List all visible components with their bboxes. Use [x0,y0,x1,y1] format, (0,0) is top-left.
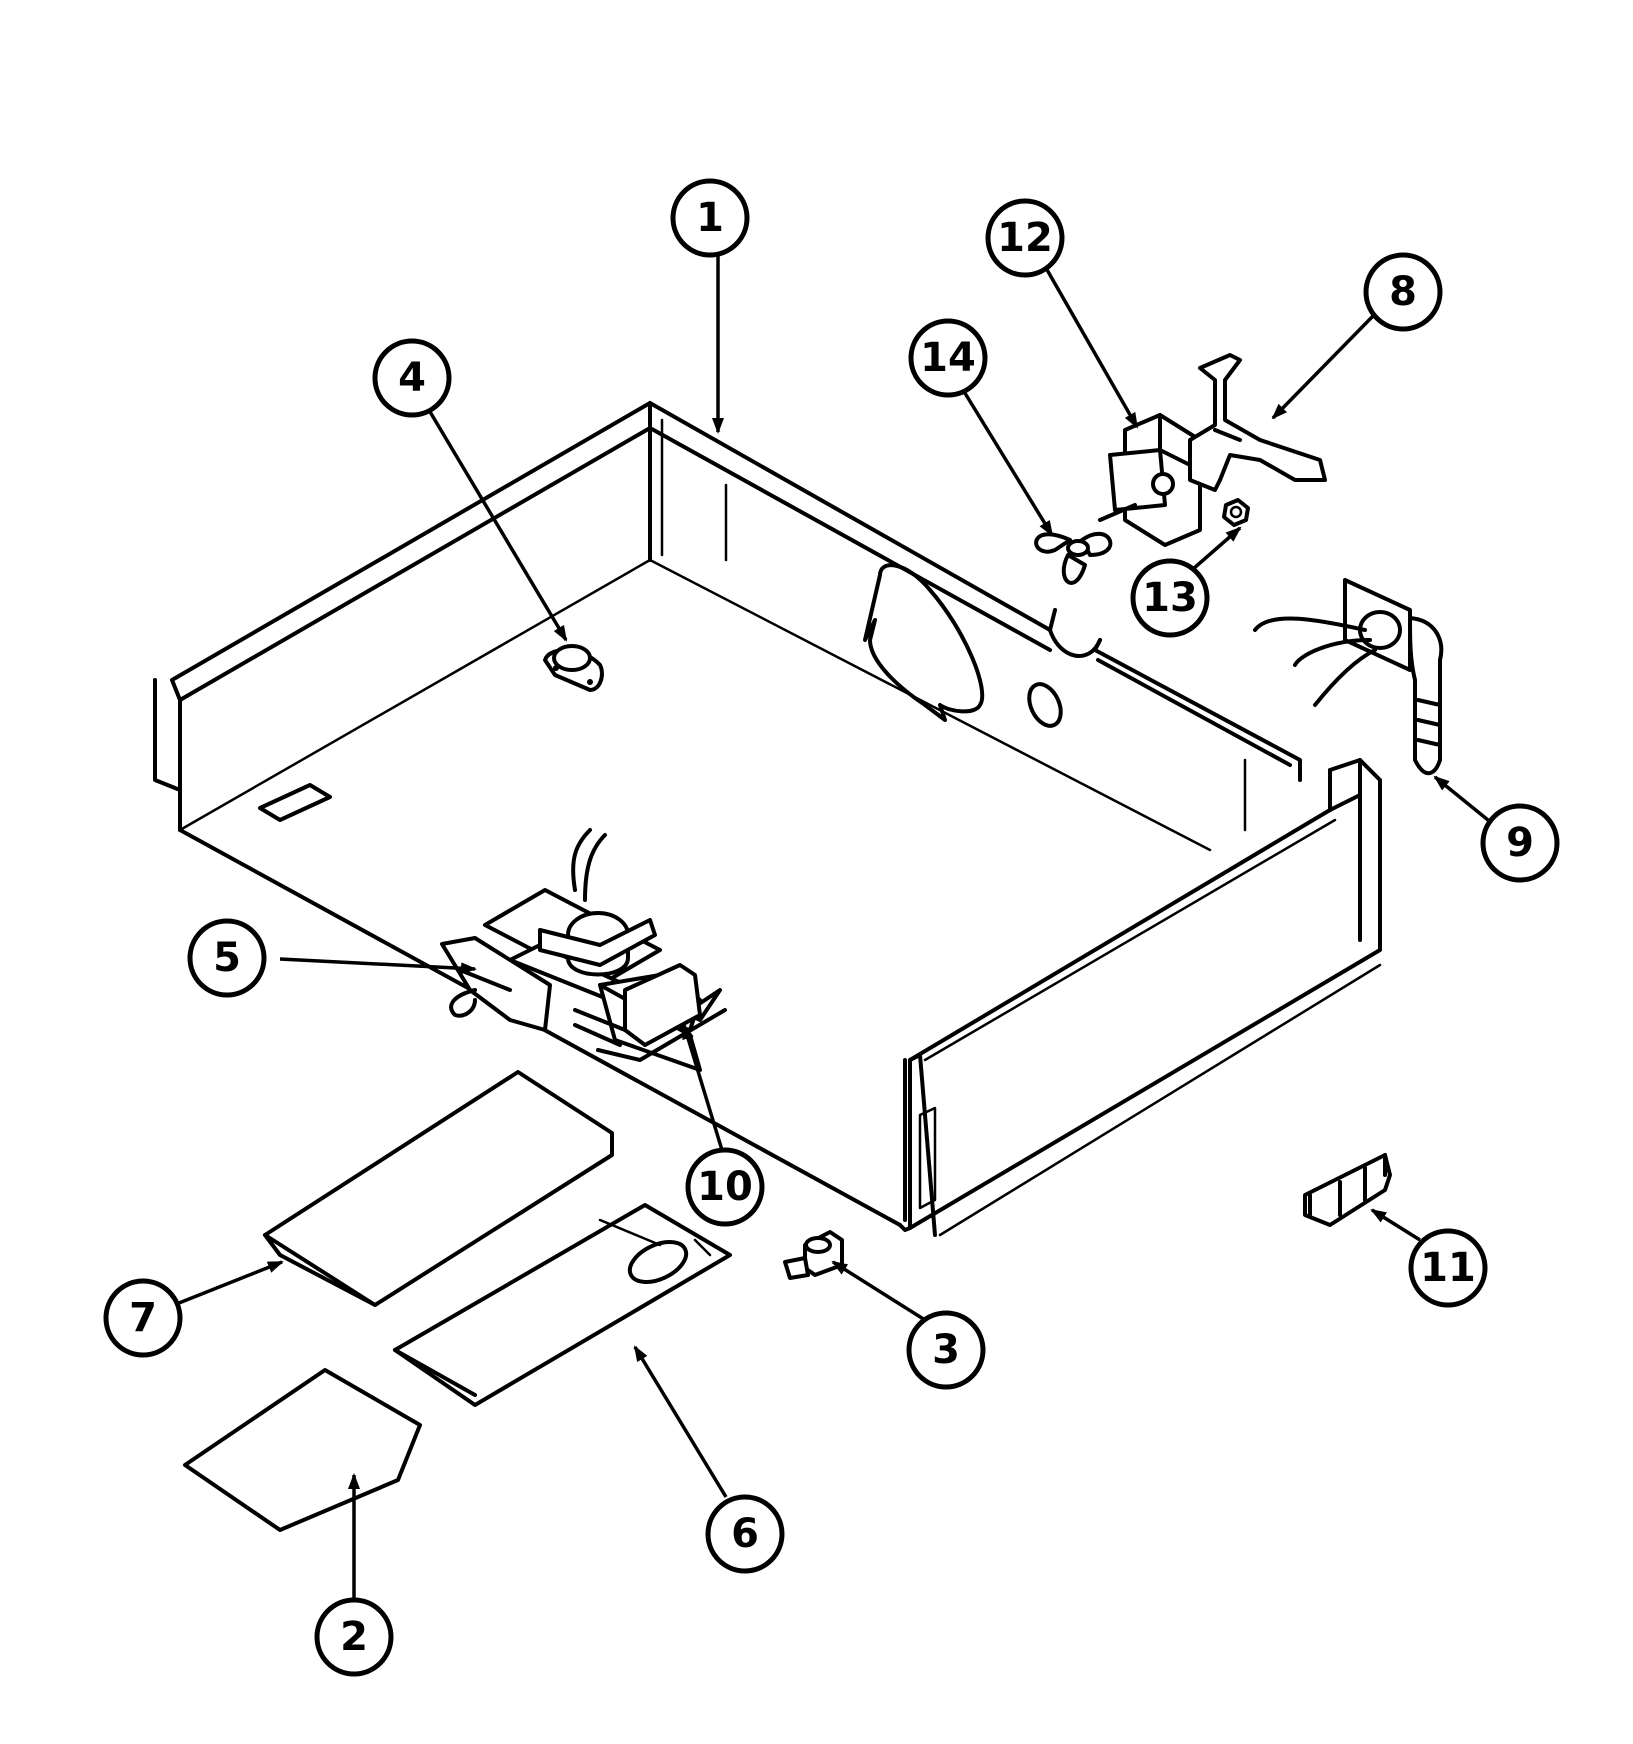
panel-7-part [263,1070,614,1307]
clip-part [1303,1153,1392,1227]
callout-label: 12 [997,215,1053,261]
callout-label: 4 [398,355,426,401]
panel-6-part [393,1203,732,1407]
callout-9: 9 [1480,803,1560,883]
motor-bracket-part [1188,353,1327,492]
callout-4: 4 [372,338,452,418]
callout-label: 13 [1142,575,1198,621]
callout-label: 14 [920,335,976,381]
callout-label: 3 [932,1327,960,1373]
nut-part [1222,498,1250,527]
callout-label: 10 [697,1164,753,1210]
callout-label: 9 [1506,820,1534,866]
callout-7: 7 [103,1278,183,1358]
callout-label: 1 [696,195,724,241]
callout-label: 11 [1420,1245,1476,1291]
callout-label: 8 [1389,269,1417,315]
timer-motor-part [440,828,727,1072]
callout-11: 11 [1408,1228,1488,1308]
base-pan-part [153,401,1382,1237]
callout-8: 8 [1363,252,1443,332]
callout-14: 14 [908,318,988,398]
panel-2-part [183,1368,422,1532]
callout-12: 12 [985,198,1065,278]
callout-label: 6 [731,1511,759,1557]
fan-motor-part [1098,413,1202,547]
callout-label: 2 [340,1614,368,1660]
terminal-block-part [1253,578,1444,776]
callout-5: 5 [187,918,267,998]
callout-10: 10 [685,1147,765,1227]
leader-lines [178,255,1506,1598]
callout-2: 2 [314,1597,394,1677]
fan-blade-part [1034,532,1113,585]
callout-label: 7 [129,1295,157,1341]
callout-3: 3 [906,1310,986,1390]
thermostat-part [543,644,604,692]
plug-part [783,1230,844,1280]
callout-6: 6 [705,1494,785,1574]
callout-13: 13 [1130,558,1210,638]
callout-label: 5 [213,935,241,981]
callout-1: 1 [670,178,750,258]
